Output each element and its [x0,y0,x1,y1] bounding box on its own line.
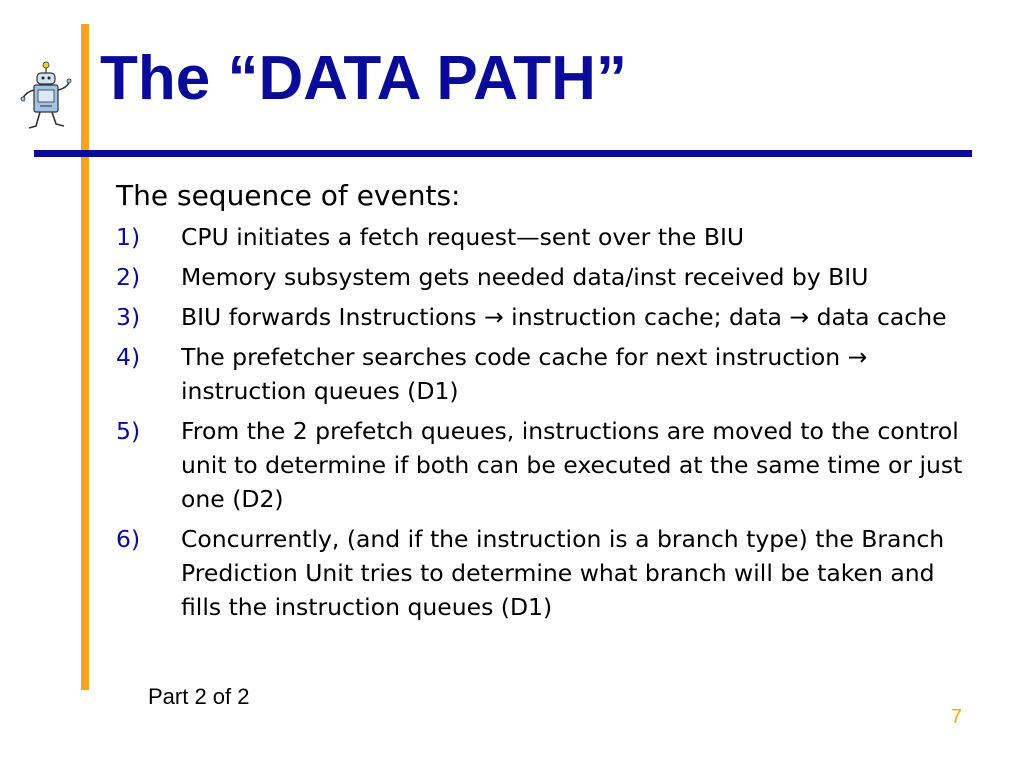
item-text: The prefetcher searches code cache for n… [181,343,868,405]
item-number: 4) [116,343,141,371]
robot-mascot-icon [20,61,72,129]
slide-title: The “DATA PATH” [100,44,627,113]
item-text: From the 2 prefetch queues, instructions… [181,417,963,513]
item-text: BIU forwards Instructions → instruction … [181,303,947,331]
list-item: 6) Concurrently, (and if the instruction… [116,522,976,624]
item-text: CPU initiates a fetch request—sent over … [181,223,745,251]
list-item: 1) CPU initiates a fetch request—sent ov… [116,220,976,254]
intro-text: The sequence of events: [116,179,461,212]
list-item: 2) Memory subsystem gets needed data/ins… [116,260,976,294]
slide-body: The sequence of events: 1) CPU initiates… [116,176,976,630]
title-underline-rule [34,150,972,157]
item-text: Memory subsystem gets needed data/inst r… [181,263,869,291]
item-number: 2) [116,263,141,291]
list-item: 5) From the 2 prefetch queues, instructi… [116,414,976,516]
events-list: 1) CPU initiates a fetch request—sent ov… [116,220,976,624]
item-number: 6) [116,525,141,553]
item-number: 5) [116,417,141,445]
item-number: 1) [116,223,141,251]
accent-vertical-bar [81,24,89,690]
item-number: 3) [116,303,141,331]
item-text: Concurrently, (and if the instruction is… [181,525,945,621]
footer-text: Part 2 of 2 [148,684,250,709]
list-item: 4) The prefetcher searches code cache fo… [116,340,976,408]
list-item: 3) BIU forwards Instructions → instructi… [116,300,976,334]
page-number: 7 [950,706,962,728]
